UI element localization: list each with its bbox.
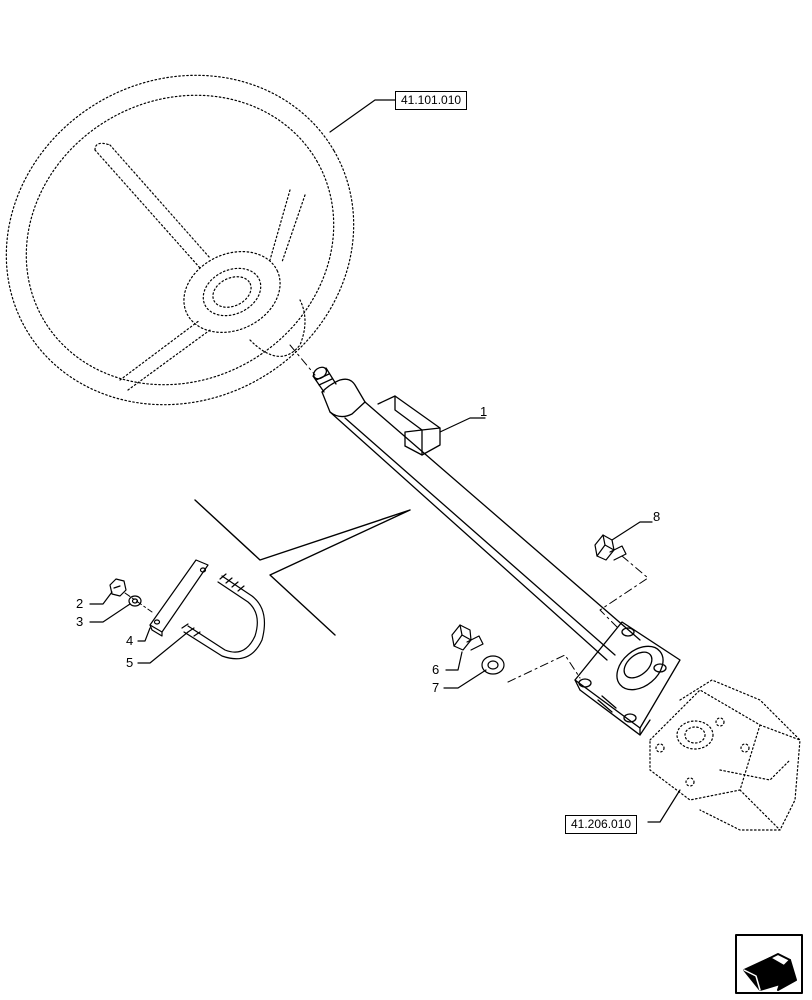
steering-wheel <box>5 74 355 406</box>
steering-column <box>312 366 681 736</box>
callout-2: 2 <box>76 596 84 611</box>
callout-6: 6 <box>432 662 440 677</box>
nut-2 <box>109 578 127 597</box>
u-bolt-5 <box>181 573 265 660</box>
section-break-lines <box>194 499 411 636</box>
bolt-8-centerline <box>599 555 649 629</box>
callout-3: 3 <box>76 614 84 629</box>
washer-7 <box>481 655 505 675</box>
bolt-6-centerline <box>507 654 581 683</box>
next-page-arrow-icon[interactable] <box>735 934 803 994</box>
steering-wheel-reference-label[interactable]: 41.101.010 <box>395 91 468 110</box>
callout-7: 7 <box>432 680 440 695</box>
bolt-8 <box>594 534 627 561</box>
callout-5: 5 <box>126 655 134 670</box>
bolt-6 <box>451 624 484 651</box>
plate-4 <box>149 559 209 637</box>
callout-8: 8 <box>653 509 661 524</box>
callout-1: 1 <box>480 404 488 419</box>
washer-3 <box>128 595 142 607</box>
nut-washer-centerline <box>124 592 153 613</box>
axis-centerline <box>289 344 316 376</box>
callout-4: 4 <box>126 633 134 648</box>
leader-lines <box>89 99 681 823</box>
steering-unit-reference-label[interactable]: 41.206.010 <box>565 815 638 834</box>
steering-unit <box>649 679 801 831</box>
